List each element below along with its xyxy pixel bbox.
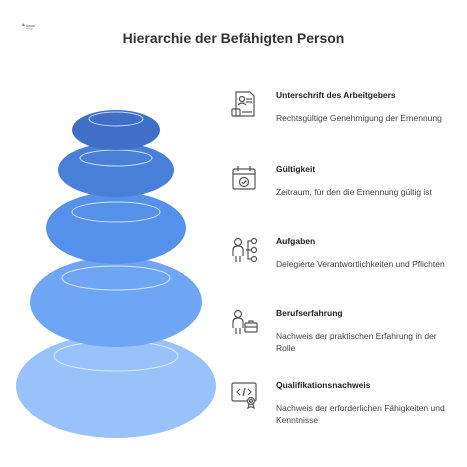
logo-icon bbox=[22, 23, 35, 30]
person-briefcase-icon bbox=[232, 309, 258, 334]
item-description: Nachweis der erforderlichen Fähigkeiten … bbox=[276, 403, 445, 425]
page-title: Hierarchie der Befähigten Person bbox=[122, 30, 345, 46]
item-label: Qualifikationsnachweis bbox=[276, 380, 371, 390]
person-network-icon bbox=[232, 237, 258, 263]
signature-document-icon bbox=[231, 91, 255, 117]
calendar-check-icon bbox=[232, 166, 256, 190]
item-label: Berufserfahrung bbox=[276, 308, 343, 318]
layer-unterschrift bbox=[72, 110, 160, 150]
item-description: Zeitraum, für den die Ernennung gültig i… bbox=[276, 187, 432, 197]
item-description: Nachweis der praktischen Erfahrung in de… bbox=[276, 331, 437, 353]
item-label: Unterschrift des Arbeitgebers bbox=[276, 90, 396, 100]
item-description: Delegierte Verantwortlichkeiten und Pfli… bbox=[276, 259, 445, 269]
item-description: Rechtsgültige Genehmigung der Ernennung bbox=[276, 113, 442, 123]
layer-berufserfahrung bbox=[30, 257, 202, 347]
layer-gueltigkeit bbox=[58, 143, 174, 197]
item-label: Aufgaben bbox=[276, 236, 316, 246]
item-label: Gültigkeit bbox=[276, 164, 316, 174]
code-certificate-icon bbox=[231, 382, 257, 410]
layer-aufgaben bbox=[46, 192, 186, 264]
layer-qualifikationsnachweis bbox=[16, 334, 216, 438]
